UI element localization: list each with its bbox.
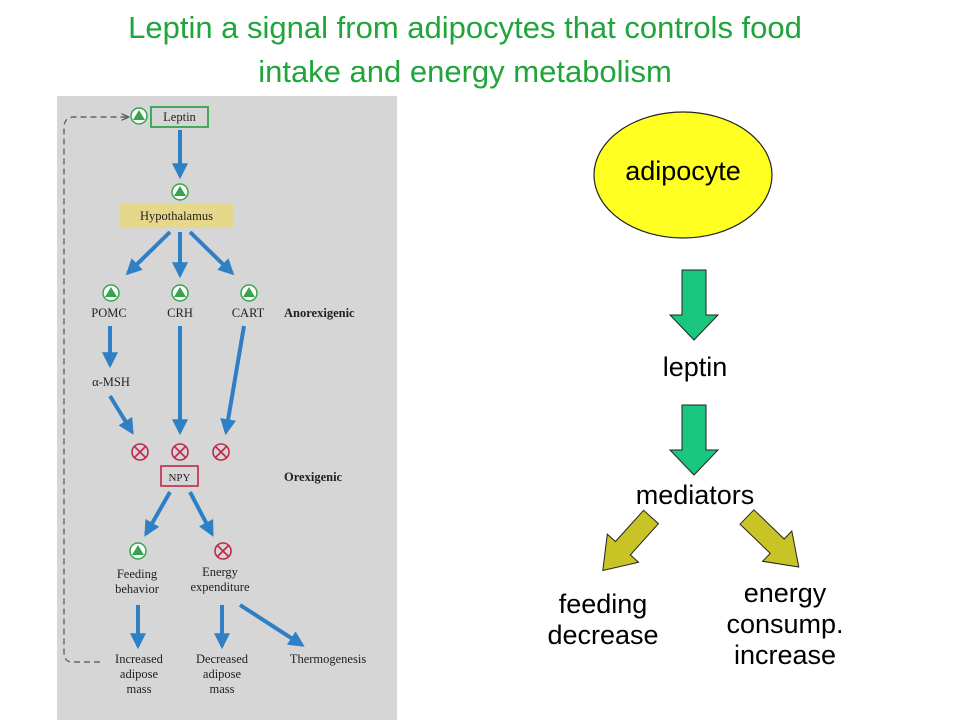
inhibit-icon-1 (131, 443, 149, 461)
label-thermogenesis: Thermogenesis (290, 652, 367, 666)
stimulate-icons (102, 107, 258, 560)
inhibit-icon-3 (212, 443, 230, 461)
arrow-hypo-pomc (125, 230, 172, 276)
arrow-energy-thermo (238, 603, 305, 647)
label-pomc: POMC (91, 306, 126, 320)
label-hypothalamus: Hypothalamus (140, 209, 213, 223)
pathway-diagram: Leptin Hypothalamus POMC CRH CART Anorex… (63, 106, 367, 696)
npy-box (160, 465, 199, 487)
adipocyte-label: adipocyte (625, 156, 741, 186)
diag-arrow-left (602, 509, 660, 572)
label-energy-2: expenditure (190, 580, 249, 594)
label-crh: CRH (167, 306, 193, 320)
inhibit-icon-energy (214, 542, 232, 560)
energy-increase-label: energy consump. increase (695, 578, 875, 671)
label-increased-3: mass (127, 682, 152, 696)
inhibit-icon-2 (171, 443, 189, 461)
title-line-1: Leptin a signal from adipocytes that con… (128, 10, 802, 45)
label-cart: CART (232, 306, 265, 320)
stimulate-icon-crh (171, 284, 189, 302)
diag-arrow-right (739, 509, 800, 568)
title-line-2: intake and energy metabolism (258, 54, 672, 89)
label-orexigenic: Orexigenic (284, 470, 343, 484)
stimulate-icon-leptin (130, 107, 148, 125)
label-npy: NPY (168, 472, 190, 484)
down-arrow-1 (668, 269, 720, 341)
arrow-msh-inhibit (108, 394, 134, 435)
mediators-label: mediators (635, 480, 755, 510)
pathway-arrows (102, 130, 305, 650)
feeding-line: feeding (558, 589, 648, 619)
label-anorexigenic: Anorexigenic (284, 306, 355, 320)
consump-line: consump. (726, 609, 844, 639)
decrease-line: decrease (547, 620, 659, 650)
label-energy-1: Energy (202, 565, 239, 579)
stimulate-icon-cart (240, 284, 258, 302)
inhibit-icons (131, 443, 232, 560)
label-increased-1: Increased (115, 652, 164, 666)
label-decreased-1: Decreased (196, 652, 249, 666)
hypothalamus-box (119, 203, 234, 228)
energy-line: energy (743, 578, 827, 608)
arrow-npy-feeding (144, 491, 172, 537)
label-decreased-3: mass (210, 682, 235, 696)
label-decreased-2: adipose (203, 667, 242, 681)
stimulate-icon-hypothalamus (171, 183, 189, 201)
stimulate-icon-feeding (129, 542, 147, 560)
leptin-box (150, 106, 209, 128)
leptin-pathway-figure: Leptin Hypothalamus POMC CRH CART Anorex… (57, 96, 397, 720)
feedback-dashed-line (63, 117, 128, 663)
label-feeding-2: behavior (115, 582, 160, 596)
label-leptin: Leptin (163, 110, 196, 124)
down-arrow-2 (668, 404, 720, 476)
arrow-hypo-cart (188, 230, 235, 276)
label-msh: α-MSH (92, 375, 130, 389)
label-increased-2: adipose (120, 667, 159, 681)
label-feeding-1: Feeding (117, 567, 158, 581)
arrow-npy-energy (188, 491, 214, 537)
leptin-label: leptin (662, 352, 728, 382)
feeding-decrease-label: feeding decrease (520, 589, 686, 651)
stimulate-icon-pomc (102, 284, 120, 302)
adipocyte-ellipse (593, 111, 773, 239)
increase-line: increase (733, 640, 837, 670)
arrow-cart-inhibit (220, 325, 246, 436)
